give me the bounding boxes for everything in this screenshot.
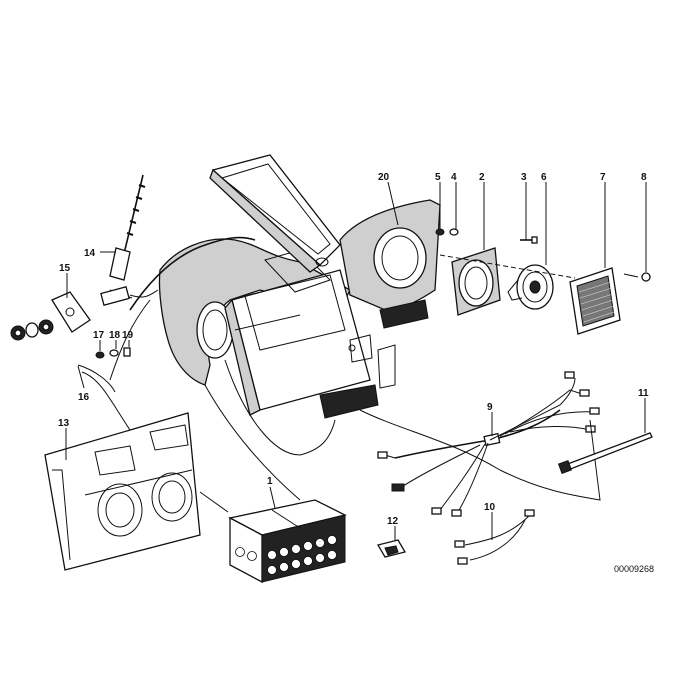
label-17: 17 xyxy=(93,330,105,341)
speaker-grille-7 xyxy=(569,267,621,335)
label-8: 8 xyxy=(641,172,647,183)
label-20: 20 xyxy=(378,172,390,183)
label-9: 9 xyxy=(487,402,493,413)
label-1: 1 xyxy=(267,476,273,487)
side-trim-panel xyxy=(109,236,351,501)
label-4: 4 xyxy=(451,172,457,183)
label-15: 15 xyxy=(59,263,71,274)
label-10: 10 xyxy=(484,502,496,513)
label-11: 11 xyxy=(638,388,649,399)
center-console xyxy=(224,249,379,456)
label-5: 5 xyxy=(435,172,441,183)
label-6: 6 xyxy=(541,172,547,183)
fasteners-17-18-19 xyxy=(77,347,131,431)
label-7: 7 xyxy=(600,172,606,183)
speaker-console-20 xyxy=(209,154,441,389)
speaker-panel-13 xyxy=(44,412,201,571)
speaker-frame-2 xyxy=(451,247,501,316)
leader-lines xyxy=(65,181,647,540)
label-18: 18 xyxy=(109,330,121,341)
speaker-6 xyxy=(507,264,554,310)
label-3: 3 xyxy=(521,172,527,183)
label-13: 13 xyxy=(58,418,70,429)
radio-unit-1 xyxy=(228,499,347,584)
wiring-harness-9 xyxy=(359,371,601,517)
antenna-mount-15 xyxy=(10,291,91,341)
label-14: 14 xyxy=(84,248,96,259)
callout-labels: 1 2 3 4 5 6 7 8 9 10 11 12 13 14 15 16 1… xyxy=(58,172,654,574)
label-16: 16 xyxy=(78,392,90,403)
diagram-code: 00009268 xyxy=(614,564,654,574)
cable-tie-11 xyxy=(557,432,653,475)
label-2: 2 xyxy=(479,172,485,183)
clip-12 xyxy=(377,539,406,558)
label-12: 12 xyxy=(387,516,399,527)
antenna-14 xyxy=(100,174,159,306)
label-19: 19 xyxy=(122,330,134,341)
cable-10 xyxy=(454,509,535,565)
